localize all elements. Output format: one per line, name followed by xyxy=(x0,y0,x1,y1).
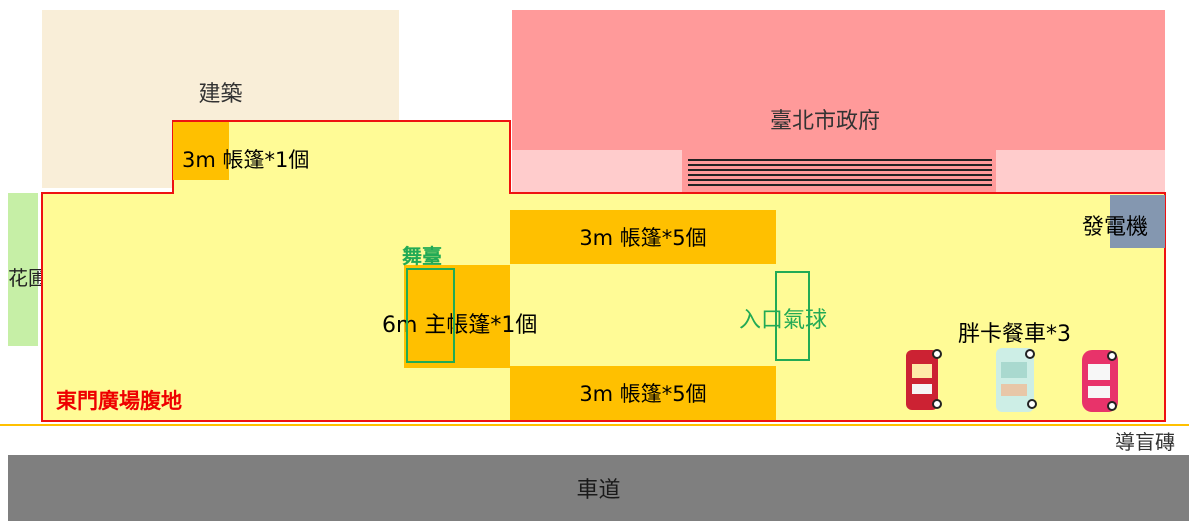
building-label: 建築 xyxy=(198,82,243,107)
city-hall-front-left xyxy=(512,150,682,192)
road-label: 車道 xyxy=(576,478,621,503)
tent-3m-x5-top: 3m 帳篷*5個 xyxy=(510,210,776,264)
generator-label: 發電機 xyxy=(1082,215,1149,240)
food-truck-icon-red xyxy=(906,349,942,410)
garden-area xyxy=(8,193,38,346)
main-tent xyxy=(404,265,510,368)
stage-label: 舞臺 xyxy=(402,244,442,268)
city-hall-front-right xyxy=(996,150,1165,192)
tent-3m-x5-bottom-label: 3m 帳篷*5個 xyxy=(579,382,707,406)
food-truck-icon-pink xyxy=(1082,350,1118,412)
road-area: 車道 xyxy=(8,455,1189,521)
tent-3m-x5-top-label: 3m 帳篷*5個 xyxy=(579,226,707,250)
stairs-icon xyxy=(688,159,992,186)
food-trucks-label: 胖卡餐車*3 xyxy=(958,322,1071,347)
stage-outline xyxy=(406,268,455,363)
city-hall-label: 臺北市政府 xyxy=(770,109,881,134)
food-truck-icon-mint xyxy=(996,348,1037,412)
tent-3m-x5-bottom: 3m 帳篷*5個 xyxy=(510,366,776,420)
plaza-label: 東門廣場腹地 xyxy=(56,389,182,413)
tent-3m-x1 xyxy=(173,122,229,180)
entrance-balloon-outline xyxy=(775,271,810,361)
generator-box xyxy=(1110,195,1165,248)
tent-3m-x1-label: 3m 帳篷*1個 xyxy=(182,148,310,172)
entrance-balloon-label: 入口氣球 xyxy=(739,308,828,333)
city-hall-area: 臺北市政府 xyxy=(512,10,1165,192)
tactile-paving-label: 導盲磚 xyxy=(1115,430,1175,454)
tactile-paving-line xyxy=(0,424,1189,426)
